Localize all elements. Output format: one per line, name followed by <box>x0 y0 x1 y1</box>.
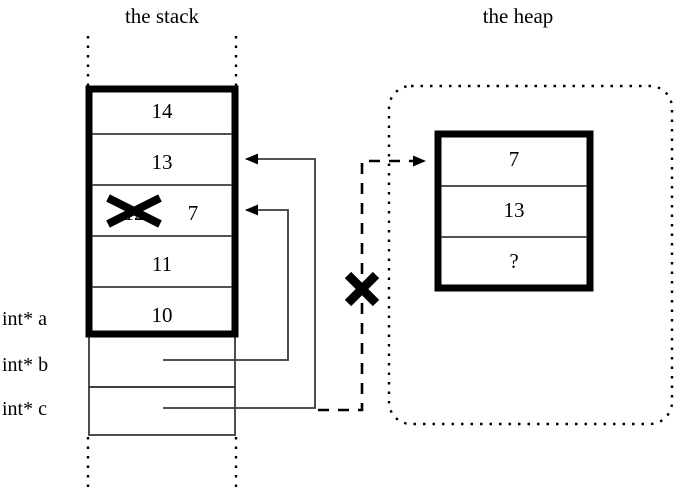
stack-cell-value-4: 10 <box>151 303 173 327</box>
heap-cell-value-0: 7 <box>508 147 520 171</box>
heap-allocated-block <box>434 130 594 292</box>
variable-label-a: int* a <box>2 308 47 330</box>
pointer-c-edge <box>163 153 316 409</box>
stack-cell-value-3: 11 <box>151 252 173 276</box>
stack-dotted-extent-bottom <box>86 437 238 489</box>
stack-cell-value-2-struck: 12 <box>123 201 145 225</box>
stack-title: the stack <box>124 4 200 28</box>
heap-cell-value-1: 13 <box>503 198 525 222</box>
broken-pointer-x-icon <box>344 271 380 307</box>
pointer-b-edge <box>163 204 289 361</box>
variable-label-c: int* c <box>2 398 47 420</box>
stack-cell-value-1: 13 <box>151 150 173 174</box>
stack-cell-value-0: 14 <box>151 99 173 123</box>
stack-dotted-extent-top <box>86 36 238 88</box>
struck-value-x-icon <box>106 194 162 228</box>
heap-region-boundary <box>387 84 674 426</box>
stack-allocated-block <box>85 85 239 338</box>
stack-pointer-cells <box>88 333 236 436</box>
heap-cell-value-2: ? <box>509 249 519 273</box>
heap-title: the heap <box>482 4 554 28</box>
stack-cell-value-2-replacement: 7 <box>187 201 199 225</box>
variable-label-b: int* b <box>2 354 49 376</box>
